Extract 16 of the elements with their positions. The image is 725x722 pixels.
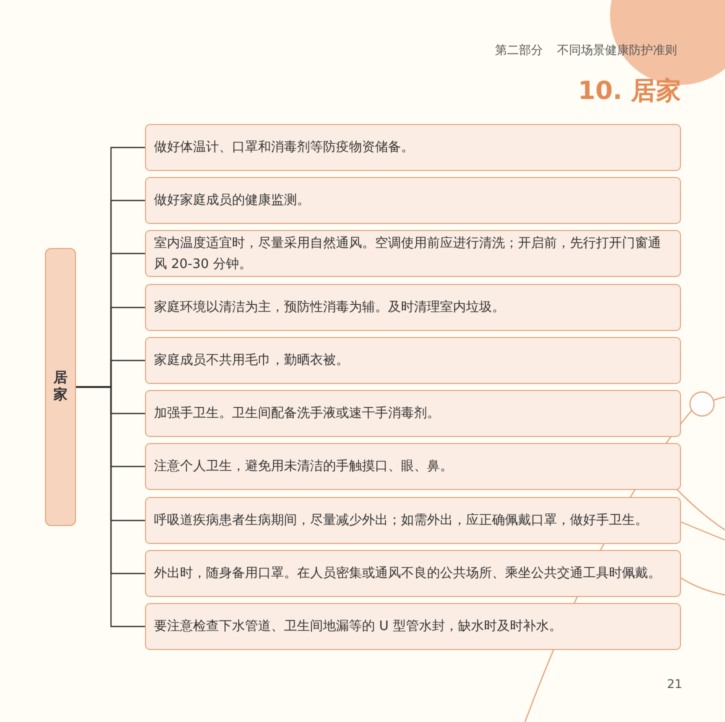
section-label: 第二部分 [495, 42, 543, 59]
guideline-box: 做好体温计、口罩和消毒剂等防疫物资储备。 [145, 124, 681, 171]
guideline-box: 要注意检查下水管道、卫生间地漏等的 U 型管水封，缺水时及时补水。 [145, 603, 681, 650]
guideline-box: 家庭成员不共用毛巾，勤晒衣被。 [145, 337, 681, 384]
guideline-box: 呼吸道疾病患者生病期间，尽量减少外出；如需外出，应正确佩戴口罩，做好手卫生。 [145, 497, 681, 544]
category-box: 居家 [45, 248, 76, 526]
section-title: 不同场景健康防护准则 [557, 42, 677, 59]
guideline-box: 做好家庭成员的健康监测。 [145, 177, 681, 224]
guideline-box: 室内温度适宜时，尽量采用自然通风。空调使用前应进行清洗；开启前，先行打开门窗通风 20-30 分钟。 [145, 230, 681, 277]
guideline-box: 家庭环境以清洁为主，预防性消毒为辅。及时清理室内垃圾。 [145, 284, 681, 331]
guideline-box: 注意个人卫生，避免用未清洁的手触摸口、眼、鼻。 [145, 443, 681, 490]
page-title: 10. 居家 [578, 75, 681, 107]
page-number: 21 [667, 677, 682, 691]
guideline-box: 外出时，随身备用口罩。在人员密集或通风不良的公共场所、乘坐公共交通工具时佩戴。 [145, 550, 681, 597]
connector-line [76, 386, 145, 628]
guideline-box: 加强手卫生。卫生间配备洗手液或速干手消毒剂。 [145, 390, 681, 437]
